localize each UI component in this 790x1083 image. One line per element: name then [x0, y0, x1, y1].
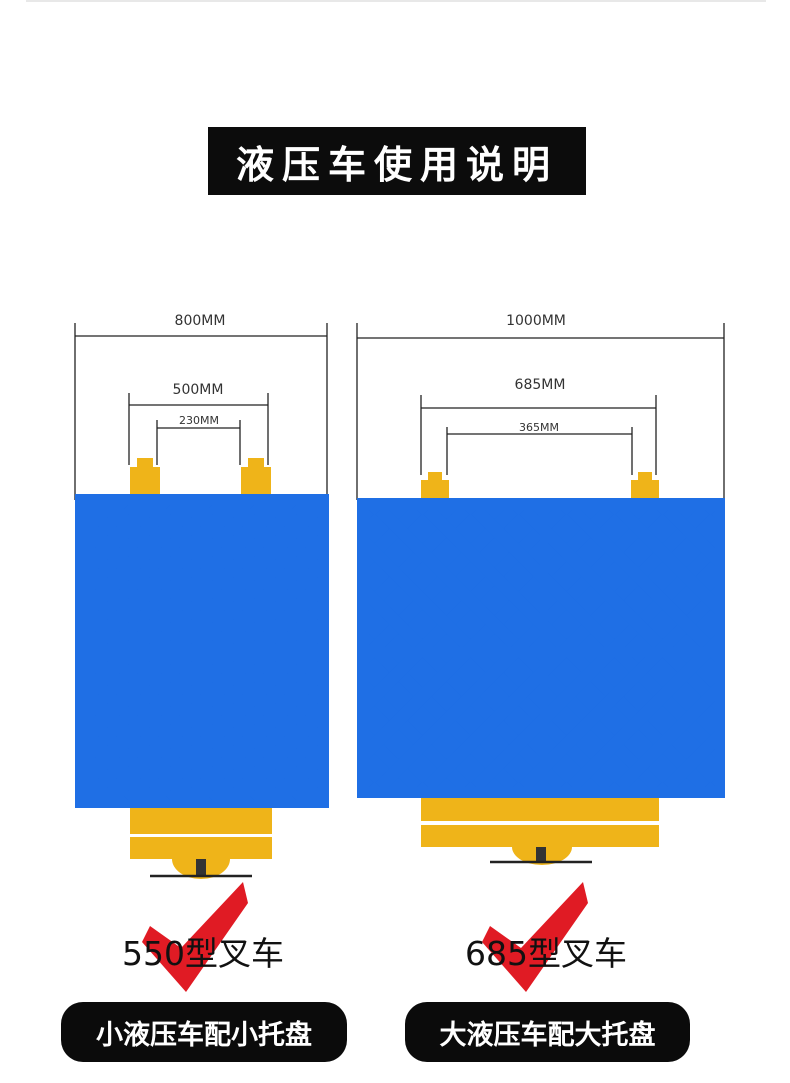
pallet-lattice-bar	[663, 510, 715, 567]
pallet-lattice-bar	[711, 511, 715, 519]
pallet-lattice-bar	[87, 791, 92, 800]
left-caption-text: 小液压车配小托盘	[96, 1019, 312, 1051]
left-dimension-lines	[74, 323, 328, 500]
left-dim-inner: 230MM	[179, 414, 219, 427]
pallet-lattice-bar	[711, 778, 715, 786]
pallet-lattice-bar	[87, 505, 218, 640]
left-pallet	[75, 494, 329, 808]
left-forklift-label: 550型叉车	[122, 934, 284, 973]
right-dim-inner: 365MM	[519, 421, 559, 434]
page-title: 液压车使用说明	[208, 127, 586, 195]
pallet-lattice-bar	[87, 505, 92, 514]
pallet-lattice-bar	[87, 665, 218, 800]
right-caption-pill: 大液压车配大托盘	[405, 1002, 690, 1062]
pallet-lattice-bar	[764, 510, 790, 787]
page-title-text: 液压车使用说明	[235, 142, 558, 187]
pallet-lattice-bar	[615, 510, 715, 615]
pallet-divider-horizontal	[87, 647, 319, 657]
left-dim-mid: 500MM	[173, 382, 224, 398]
pallet-lattice-bar	[615, 682, 715, 787]
pallet-lattice-bar	[87, 505, 176, 598]
left-check-mark-icon	[142, 882, 248, 992]
right-forklift-label: 685型叉车	[465, 934, 627, 973]
pallet-lattice-bar	[249, 505, 319, 579]
right-caption-text: 大液压车配大托盘	[439, 1019, 656, 1051]
right-check-mark-icon	[482, 882, 588, 992]
left-dim-outer: 800MM	[175, 313, 226, 329]
top-rule	[26, 0, 766, 2]
right-dim-outer: 1000MM	[506, 313, 566, 329]
pallet-lattice-bar	[663, 730, 715, 787]
pallet-lattice-bar	[249, 726, 319, 800]
left-caption-pill: 小液压车配小托盘	[61, 1002, 347, 1062]
pallet-lattice-bar	[207, 684, 319, 800]
pallet-lattice-bar	[87, 707, 176, 800]
right-dim-mid: 685MM	[515, 377, 566, 393]
pallet-divider-horizontal	[369, 647, 715, 657]
pallet-lattice-bar	[764, 510, 790, 787]
pallet-lattice-bar	[207, 505, 319, 621]
right-pallet	[357, 498, 790, 798]
right-dimension-lines	[356, 323, 725, 500]
